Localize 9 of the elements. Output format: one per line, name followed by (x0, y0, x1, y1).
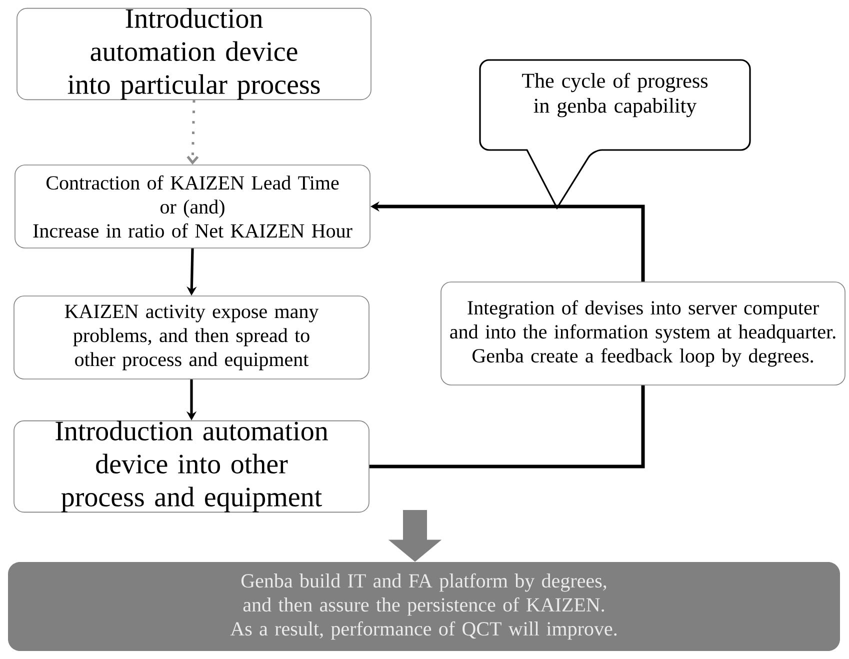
connector-line (369, 385, 645, 468)
process-box: KAIZEN activity expose many problems, and then spread to other process and equipment (14, 296, 370, 380)
result-banner: Genba build IT and FA platform by degrees, and then assure the persistence of KAIZEN. As a result, performance of QCT will improve. (8, 562, 840, 651)
speech-bubble: The cycle of progress in genba capability (479, 59, 751, 209)
process-box: Introduction automation device into particular process (16, 8, 372, 100)
process-box: Introduction automation device into other process and equipment (14, 420, 370, 513)
process-box: Contraction of KAIZEN Lead Time or (and) Increase in ratio of Net KAIZEN Hour (14, 164, 370, 248)
process-box: Integration of devises into server computer and into the information system at headquarter. Genba create a feedback loop by degrees. (440, 282, 846, 386)
arrow (186, 100, 199, 165)
